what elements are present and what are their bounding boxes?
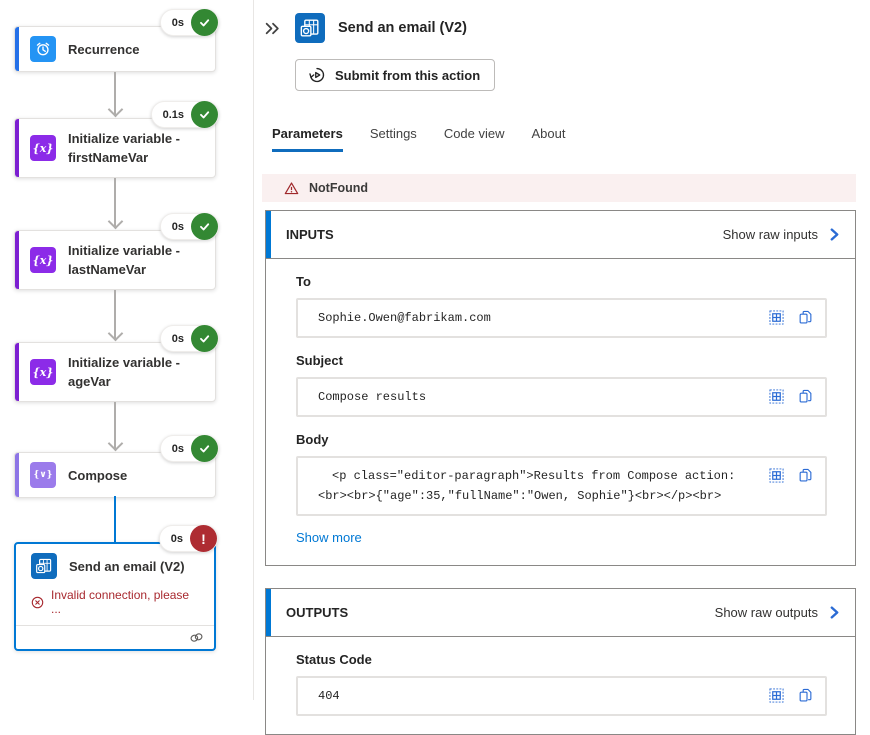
workflow-node-initialize-agevar[interactable]: 0s {x} Initialize variable - ageVar bbox=[14, 325, 219, 402]
resubmit-icon bbox=[308, 66, 326, 84]
warning-triangle-icon bbox=[284, 181, 299, 196]
field-label-status-code: Status Code bbox=[296, 652, 372, 667]
initialize-variable-icon: {x} bbox=[30, 359, 56, 385]
copy-icon[interactable] bbox=[798, 389, 813, 404]
workflow-node-compose[interactable]: 0s {∨} Compose bbox=[14, 435, 219, 498]
table-view-icon[interactable] bbox=[769, 468, 784, 483]
duration-label: 0s bbox=[171, 332, 184, 345]
error-icon: ! bbox=[190, 525, 217, 552]
table-view-icon[interactable] bbox=[769, 310, 784, 325]
copy-icon[interactable] bbox=[798, 310, 813, 325]
outputs-heading: OUTPUTS bbox=[286, 605, 349, 620]
status-badge: 0s bbox=[159, 213, 219, 240]
node-accent bbox=[15, 343, 19, 401]
tab-parameters[interactable]: Parameters bbox=[272, 126, 343, 152]
workflow-node-initialize-lastnamevar[interactable]: 0s {x} Initialize variable - lastNameVar bbox=[14, 213, 219, 290]
field-value-status-code: 404 bbox=[318, 689, 340, 703]
show-raw-inputs-link[interactable]: Show raw inputs bbox=[723, 227, 841, 242]
submit-button-label: Submit from this action bbox=[335, 67, 481, 83]
field-label-body: Body bbox=[296, 432, 329, 447]
duration-label: 0s bbox=[171, 220, 184, 233]
duration-label: 0s bbox=[171, 16, 184, 29]
action-detail-panel: Send an email (V2) Submit from this acti… bbox=[255, 0, 870, 735]
workflow-node-initialize-firstnamevar[interactable]: 0.1s {x} Initialize variable - firstName… bbox=[14, 101, 219, 178]
table-view-icon[interactable] bbox=[769, 389, 784, 404]
inputs-card: INPUTS Show raw inputs To Sophie.Owen@fa… bbox=[265, 210, 856, 566]
node-title: Compose bbox=[68, 467, 128, 483]
alert-text: NotFound bbox=[309, 181, 369, 195]
copy-icon[interactable] bbox=[798, 468, 813, 483]
inputs-heading: INPUTS bbox=[286, 227, 334, 242]
panel-title: Send an email (V2) bbox=[338, 20, 467, 36]
chevron-right-icon bbox=[830, 606, 839, 619]
success-check-icon bbox=[191, 325, 218, 352]
node-title: Initialize variable - lastNameVar bbox=[68, 243, 180, 277]
error-circle-x-icon bbox=[31, 596, 44, 609]
workflow-node-recurrence[interactable]: 0s Recurrence bbox=[14, 9, 219, 72]
connector-line-selected bbox=[114, 496, 116, 542]
show-more-link[interactable]: Show more bbox=[296, 530, 362, 545]
connector-line bbox=[114, 178, 116, 228]
initialize-variable-icon: {x} bbox=[30, 135, 56, 161]
status-badge: 0s ! bbox=[158, 525, 218, 552]
node-title: Initialize variable - firstNameVar bbox=[68, 131, 180, 165]
connector-line bbox=[114, 402, 116, 450]
field-box-body: <p class="editor-paragraph">Results from… bbox=[296, 456, 827, 516]
node-error-message: Invalid connection, please ... bbox=[51, 588, 190, 616]
connector-line bbox=[114, 290, 116, 340]
status-badge: 0.1s bbox=[150, 101, 219, 128]
node-title: Send an email (V2) bbox=[69, 558, 185, 574]
show-raw-outputs-link[interactable]: Show raw outputs bbox=[715, 605, 841, 620]
duration-label: 0.1s bbox=[162, 108, 184, 121]
duration-label: 0s bbox=[170, 532, 183, 545]
workflow-node-send-an-email[interactable]: 0s ! Send an email (V2) Invalid connecti… bbox=[14, 525, 218, 651]
node-accent bbox=[15, 231, 19, 289]
initialize-variable-icon: {x} bbox=[30, 247, 56, 273]
copy-icon[interactable] bbox=[798, 688, 813, 703]
tab-bar: Parameters Settings Code view About bbox=[272, 126, 870, 152]
field-value-to: Sophie.Owen@fabrikam.com bbox=[318, 311, 491, 325]
field-label-subject: Subject bbox=[296, 353, 343, 368]
tab-code-view[interactable]: Code view bbox=[443, 126, 505, 141]
connection-link-icon bbox=[189, 630, 204, 645]
workflow-canvas: 0s Recurrence 0.1s {x} Initialize variab… bbox=[0, 0, 254, 700]
submit-from-this-action-button[interactable]: Submit from this action bbox=[295, 59, 496, 91]
field-box-to: Sophie.Owen@fabrikam.com bbox=[296, 298, 827, 338]
compose-icon: {∨} bbox=[30, 462, 56, 488]
success-check-icon bbox=[191, 435, 218, 462]
node-title: Initialize variable - ageVar bbox=[68, 355, 180, 389]
connector-line bbox=[114, 72, 116, 116]
collapse-panel-icon[interactable] bbox=[262, 18, 282, 38]
field-value-subject: Compose results bbox=[318, 390, 427, 404]
success-check-icon bbox=[191, 9, 218, 36]
success-check-icon bbox=[191, 101, 218, 128]
status-badge: 0s bbox=[159, 325, 219, 352]
chevron-right-icon bbox=[830, 228, 839, 241]
node-accent bbox=[15, 27, 19, 71]
tab-settings[interactable]: Settings bbox=[369, 126, 417, 141]
status-badge: 0s bbox=[159, 9, 219, 36]
error-alert-bar: NotFound bbox=[262, 174, 856, 202]
status-badge: 0s bbox=[159, 435, 219, 462]
outlook-icon bbox=[31, 553, 57, 579]
tab-about[interactable]: About bbox=[531, 126, 566, 141]
table-view-icon[interactable] bbox=[769, 688, 784, 703]
field-label-to: To bbox=[296, 274, 311, 289]
field-value-body: <p class="editor-paragraph">Results from… bbox=[318, 469, 736, 503]
duration-label: 0s bbox=[171, 442, 184, 455]
outlook-icon bbox=[295, 13, 325, 43]
field-box-subject: Compose results bbox=[296, 377, 827, 417]
field-box-status-code: 404 bbox=[296, 676, 827, 716]
outputs-card: OUTPUTS Show raw outputs Status Code 404 bbox=[265, 588, 856, 735]
show-raw-outputs-label: Show raw outputs bbox=[714, 605, 818, 620]
node-accent bbox=[15, 453, 19, 497]
success-check-icon bbox=[191, 213, 218, 240]
show-raw-inputs-label: Show raw inputs bbox=[722, 227, 818, 242]
recurrence-clock-icon bbox=[30, 36, 56, 62]
node-title: Recurrence bbox=[68, 41, 140, 57]
node-accent bbox=[15, 119, 19, 177]
